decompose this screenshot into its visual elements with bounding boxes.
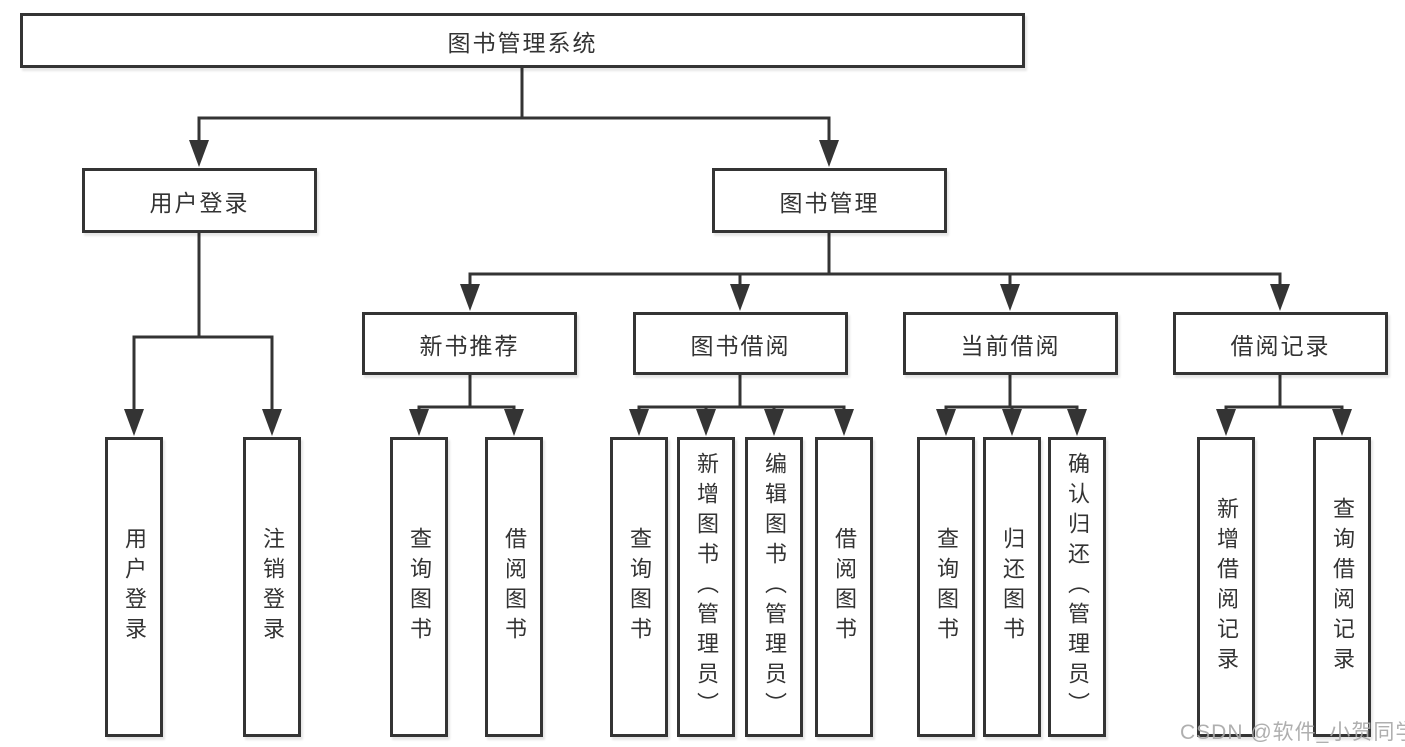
leaf-logout: 注销登录 bbox=[243, 437, 301, 737]
leaf-borrow-books-recommend: 借阅图书 bbox=[485, 437, 543, 737]
leaf-return-book: 归还图书 bbox=[983, 437, 1041, 737]
leaf-query-books-current: 查询图书 bbox=[917, 437, 975, 737]
leaf-query-books-borrowing: 查询图书 bbox=[610, 437, 668, 737]
node-book-management: 图书管理 bbox=[712, 168, 947, 233]
node-book-borrowing: 图书借阅 bbox=[633, 312, 848, 375]
node-user-login: 用户登录 bbox=[82, 168, 317, 233]
leaf-user-login: 用户登录 bbox=[105, 437, 163, 737]
leaf-edit-book-admin: 编辑图书（管理员） bbox=[745, 437, 803, 737]
leaf-add-book-admin: 新增图书（管理员） bbox=[677, 437, 735, 737]
node-new-book-recommend: 新书推荐 bbox=[362, 312, 577, 375]
node-current-borrowing: 当前借阅 bbox=[903, 312, 1118, 375]
node-root-library-system: 图书管理系统 bbox=[20, 13, 1025, 68]
leaf-confirm-return-admin: 确认归还（管理员） bbox=[1048, 437, 1106, 737]
csdn-watermark: CSDN @软件_小贺同学 bbox=[1180, 721, 1405, 744]
leaf-add-borrow-record: 新增借阅记录 bbox=[1197, 437, 1255, 737]
node-borrowing-records: 借阅记录 bbox=[1173, 312, 1388, 375]
leaf-borrow-books-borrowing: 借阅图书 bbox=[815, 437, 873, 737]
leaf-query-borrow-record: 查询借阅记录 bbox=[1313, 437, 1371, 737]
leaf-query-books-recommend: 查询图书 bbox=[390, 437, 448, 737]
